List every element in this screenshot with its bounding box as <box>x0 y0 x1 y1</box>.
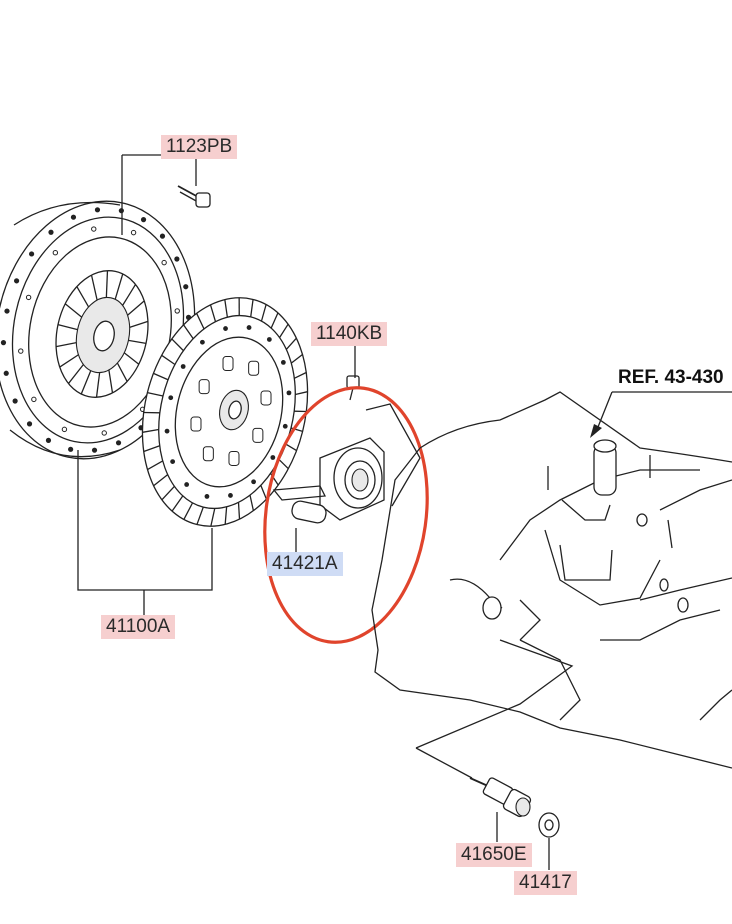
release-bearing-drawing[interactable] <box>272 403 421 556</box>
speed-sensor-drawing[interactable] <box>415 639 574 818</box>
part-label-1123pb[interactable]: 1123PB <box>161 135 238 159</box>
transaxle-housing-drawing[interactable] <box>371 391 732 769</box>
ref-arrow <box>590 391 732 438</box>
part-label-1140kb[interactable]: 1140KB <box>311 322 388 346</box>
part-label-41100a[interactable]: 41100A <box>101 615 176 639</box>
leader-lines <box>77 154 550 870</box>
nut-drawing[interactable] <box>538 812 560 838</box>
part-label-41417[interactable]: 41417 <box>514 871 577 895</box>
part-label-41650e[interactable]: 41650E <box>456 843 532 867</box>
pressure-plate-drawing[interactable] <box>0 182 218 477</box>
selection-highlight-ring <box>263 386 429 644</box>
clutch-disc-drawing[interactable] <box>119 280 330 544</box>
ref-label-43-430[interactable]: REF. 43-430 <box>618 367 724 388</box>
bolt-1123pb-drawing[interactable] <box>177 185 211 208</box>
part-label-41421a-selected[interactable]: 41421A <box>267 552 343 576</box>
